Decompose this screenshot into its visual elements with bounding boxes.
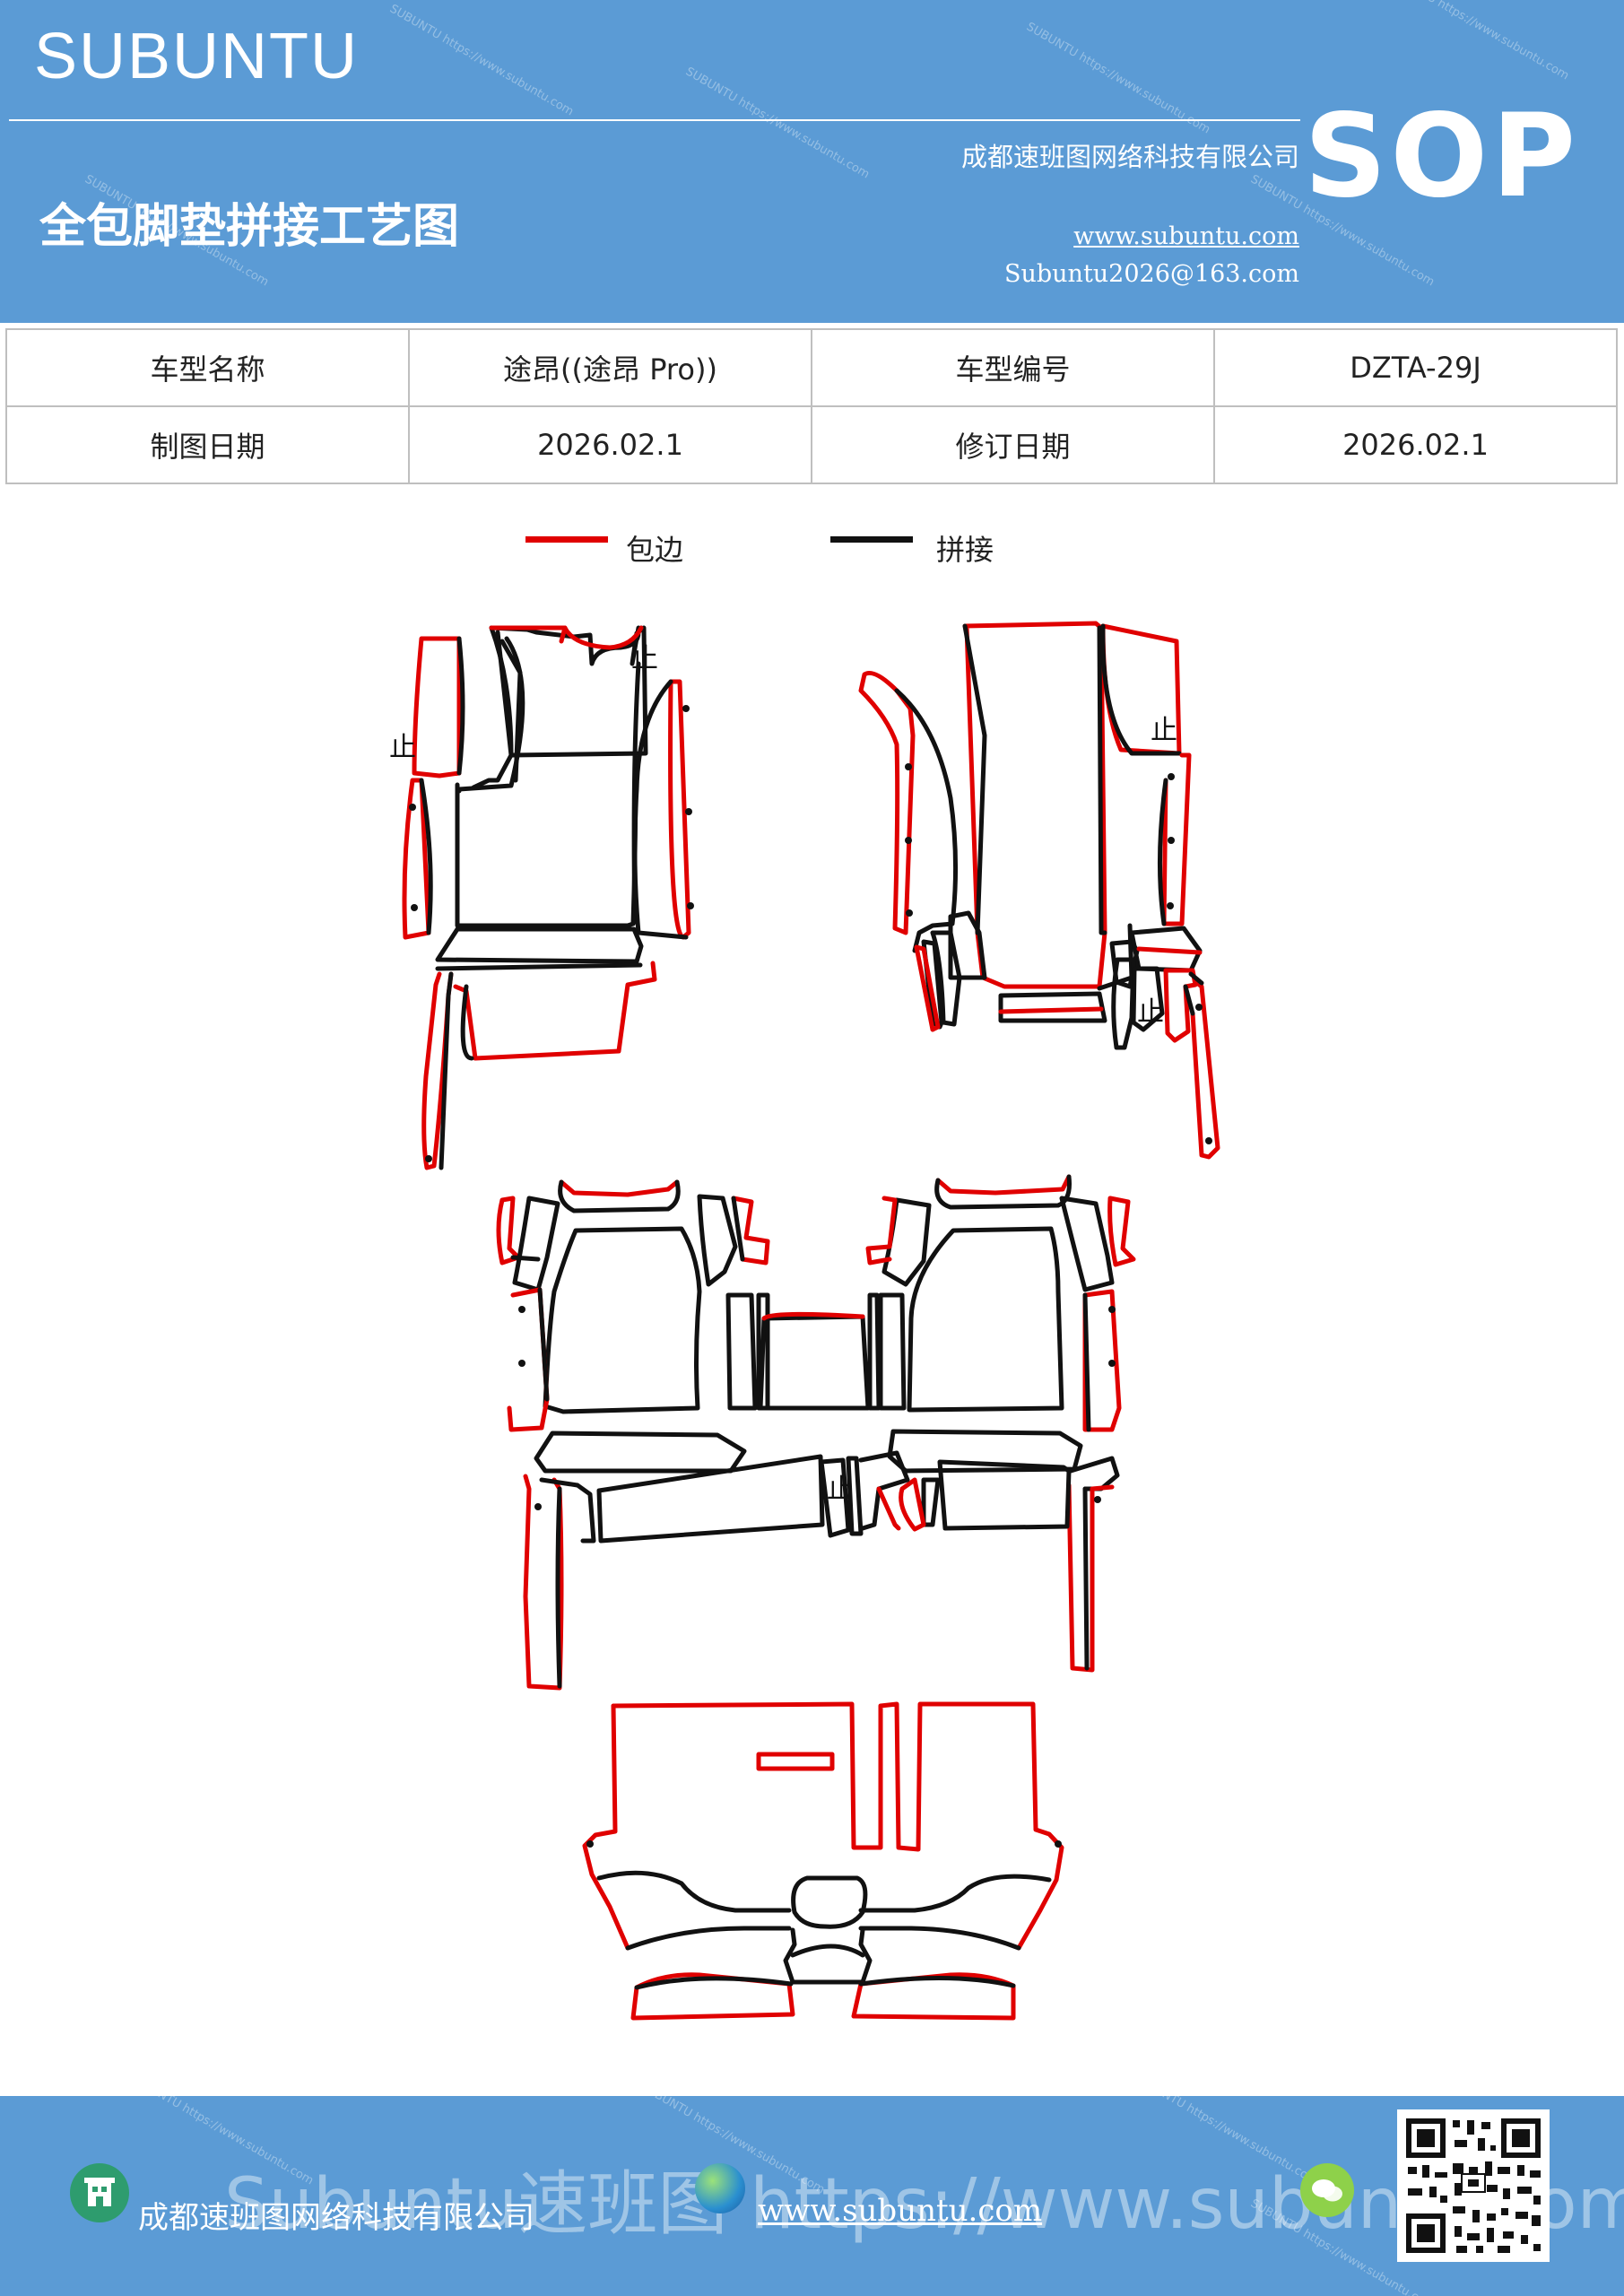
legend-edging-swatch: [525, 536, 608, 543]
website-link[interactable]: www.subuntu.com: [1073, 222, 1299, 250]
mat-piece-third-row: [582, 1701, 1064, 2021]
stop-mark: 止: [827, 1474, 854, 1505]
model-code-value: DZTA-29J: [1213, 328, 1618, 407]
revision-date-label: 修订日期: [811, 405, 1215, 484]
qr-code-image: [1397, 2109, 1550, 2262]
vehicle-info-table: 车型名称 途昂((途昂 Pro)) 车型编号 DZTA-29J 制图日期 202…: [5, 328, 1618, 484]
company-name: 成都速班图网络科技有限公司: [960, 142, 1299, 172]
mat-piece-front-left: [402, 625, 694, 1170]
table-row: 车型名称 途昂((途昂 Pro)) 车型编号 DZTA-29J: [5, 328, 1618, 407]
footer-website-link[interactable]: www.subuntu.com: [758, 2193, 1043, 2229]
stop-mark: 止: [1137, 996, 1164, 1028]
building-icon: [70, 2163, 129, 2222]
mat-piece-front-right: [858, 621, 1220, 1160]
wechat-icon: [1300, 2163, 1354, 2217]
footer-watermark: Subuntu速班图 https://www.subuntu.com: [224, 2164, 1624, 2245]
stop-mark: 止: [1151, 715, 1177, 746]
footer-company-name: 成都速班图网络科技有限公司: [138, 2200, 534, 2236]
model-name-value: 途昂((途昂 Pro)): [408, 328, 812, 407]
model-code-label: 车型编号: [811, 328, 1215, 407]
mat-piece-second-row: [496, 1174, 1136, 1691]
table-row: 制图日期 2026.02.1 修订日期 2026.02.1: [5, 405, 1618, 484]
contact-email: Subuntu2026@163.com: [1004, 260, 1299, 288]
header-banner: SUBUNTU https://www.subuntu.com SUBUNTU …: [0, 0, 1624, 323]
model-name-label: 车型名称: [5, 328, 410, 407]
drawing-date-value: 2026.02.1: [408, 405, 812, 484]
floor-mat-splice-diagram: 止 止 止 止 止: [389, 621, 1220, 2021]
globe-icon: [695, 2163, 745, 2213]
stop-mark: 止: [389, 732, 416, 763]
legend-splice-swatch: [830, 536, 913, 543]
drawing-date-label: 制图日期: [5, 405, 410, 484]
stop-mark: 止: [631, 643, 658, 674]
brand-logo-text: SUBUNTU: [34, 21, 360, 92]
revision-date-value: 2026.02.1: [1213, 405, 1618, 484]
legend-splice-label: 拼接: [936, 533, 994, 567]
sop-badge: SOP: [1304, 90, 1579, 223]
header-divider: [9, 119, 1300, 121]
legend-edging-label: 包边: [626, 533, 684, 567]
page-title: 全包脚垫拼接工艺图: [39, 200, 460, 254]
